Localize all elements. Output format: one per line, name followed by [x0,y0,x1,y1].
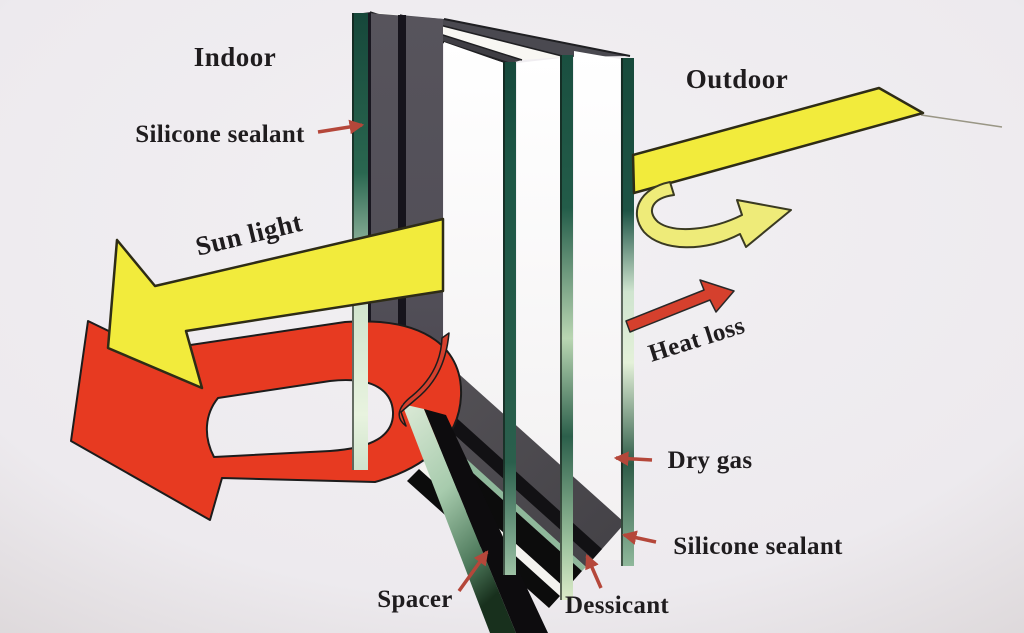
outdoor-label: Outdoor [686,64,789,94]
sun-beam-hairline [920,114,1003,128]
pane-top-face-gray [400,15,630,57]
thermal-bridge-ribbon [398,332,450,427]
sun-beam-left [106,217,445,390]
spacer-label: Spacer [377,586,452,613]
strip-outline [503,62,505,575]
silicone-sealant-bottom-label: Silicone sealant [673,533,843,560]
glass-edge-strip [621,58,634,566]
glass-edge-strip [560,55,573,600]
sealant-top-pointer [317,119,365,135]
sealant-bottom-pointer [621,530,657,545]
dessicant-label: Dessicant [565,592,669,619]
heat-loss-arrow [625,279,735,333]
dry-gas-pointer [613,451,653,467]
silicone-sealant-top-label: Silicone sealant [135,121,305,148]
sun-beam-right-band [631,86,925,195]
top-edge-line [443,18,631,57]
glass-edge-strip [503,62,516,575]
reflected-sun-arrow [635,181,792,249]
front-pane-bottom-edge [402,404,548,633]
spacer-pointer [457,550,489,593]
glass-face [517,58,561,545]
annotation-arrows [317,119,657,593]
indoor-label: Indoor [194,42,277,72]
sun-beam-right [631,86,1003,195]
dessicant-pointer [585,553,603,589]
strip-outline [621,58,623,566]
dry-gas-label: Dry gas [668,447,753,474]
strip-outline [560,55,562,600]
glass-face [574,51,620,560]
glass-bottom-edge [402,404,516,633]
edge-shadow-black [424,409,548,633]
